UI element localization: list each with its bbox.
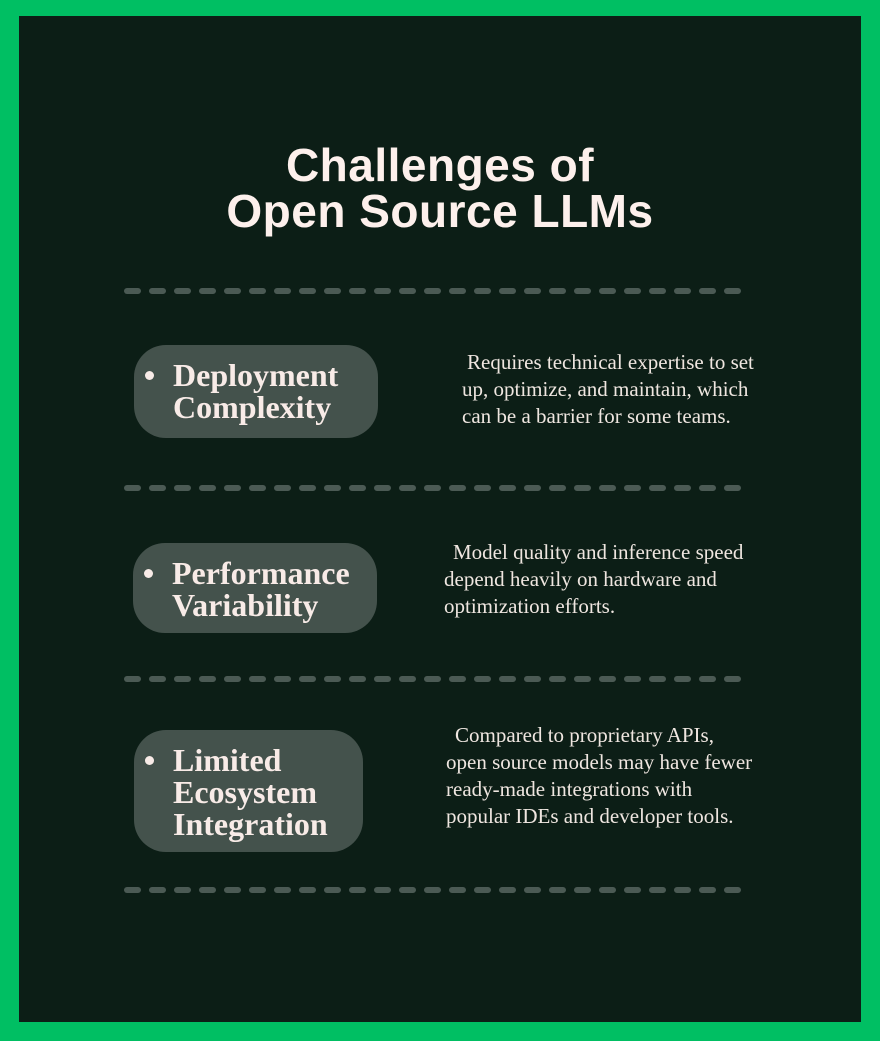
topic-pill: Deployment Complexity bbox=[134, 345, 378, 438]
bullet-dot-icon bbox=[144, 569, 153, 578]
topic-description: Model quality and inference speed depend… bbox=[444, 540, 744, 618]
bullet-dot-icon bbox=[145, 756, 154, 765]
topic-pill: Limited Ecosystem Integration bbox=[134, 730, 363, 852]
topic-title: Deployment Complexity bbox=[173, 357, 339, 425]
topic-title: Limited Ecosystem Integration bbox=[173, 742, 328, 842]
topic-description: Requires technical expertise to set up, … bbox=[462, 350, 754, 428]
poster-canvas: Challenges of Open Source LLMs Deploymen… bbox=[19, 16, 861, 1022]
topic-title: Performance Variability bbox=[172, 555, 350, 623]
dashed-divider bbox=[124, 485, 751, 491]
topic-pill: Performance Variability bbox=[133, 543, 377, 633]
page-title: Challenges of Open Source LLMs bbox=[226, 139, 654, 237]
dashed-divider bbox=[124, 288, 751, 294]
topic-description: Compared to proprietary APIs, open sourc… bbox=[446, 723, 753, 828]
dashed-divider bbox=[124, 676, 751, 682]
bullet-dot-icon bbox=[145, 371, 154, 380]
dashed-divider bbox=[124, 887, 751, 893]
